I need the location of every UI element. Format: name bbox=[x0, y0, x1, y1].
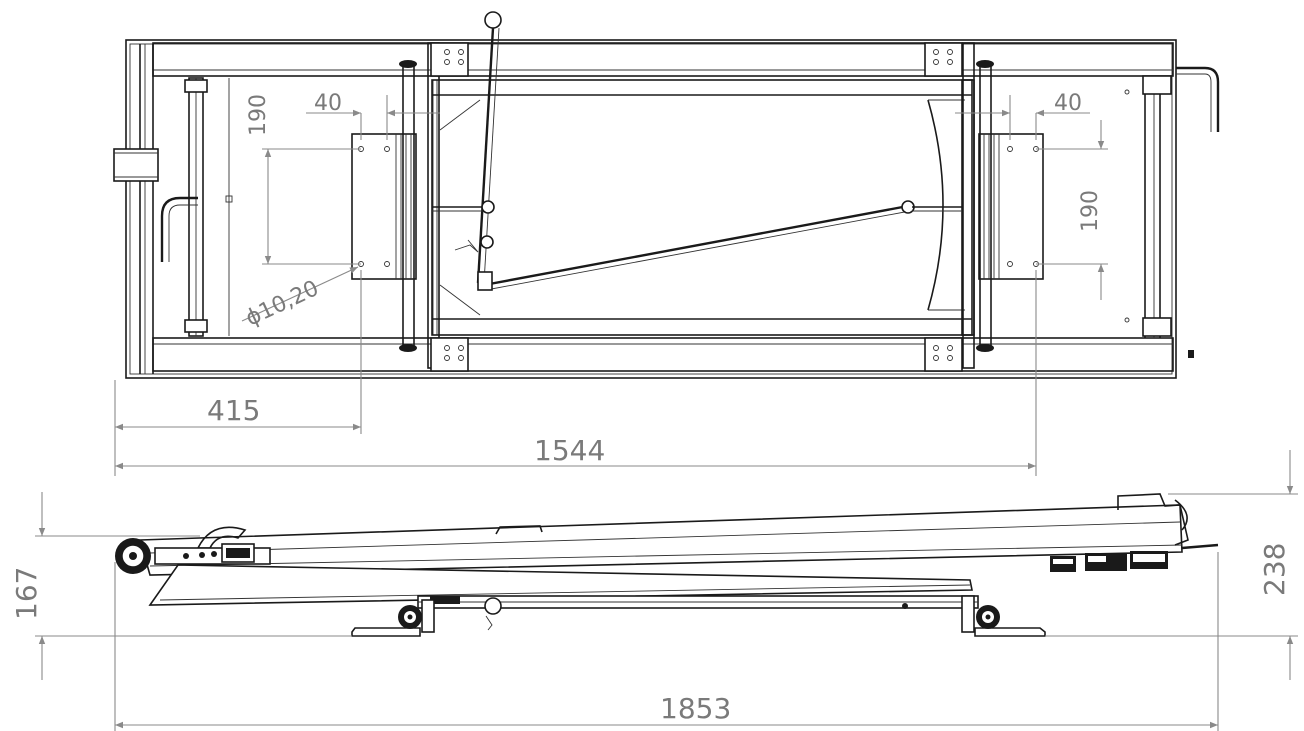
top-rail bbox=[152, 42, 1174, 77]
dim-hole-diameter: ϕ10,20 bbox=[242, 276, 323, 331]
dim-1544: 1544 bbox=[534, 434, 605, 467]
inner-frame bbox=[431, 79, 973, 336]
outer-frame bbox=[125, 39, 1177, 379]
dim-190-left: 190 bbox=[246, 94, 271, 136]
right-j-handle bbox=[1176, 66, 1220, 132]
dim-40-left: 40 bbox=[314, 91, 342, 116]
left-coupling-block bbox=[113, 148, 159, 182]
hitch-hook bbox=[196, 526, 247, 549]
left-foot-plate bbox=[351, 627, 421, 637]
left-j-handle bbox=[160, 196, 198, 262]
outer-frame-inner bbox=[129, 43, 1173, 375]
dim-238: 238 bbox=[1258, 543, 1291, 596]
bottom-rail bbox=[152, 337, 1174, 372]
right-mount-plate bbox=[978, 133, 1044, 280]
left-axle bbox=[402, 63, 415, 349]
tie-rod bbox=[483, 204, 909, 287]
right-curved-panel bbox=[927, 99, 944, 311]
side-main-beam bbox=[138, 504, 1183, 576]
lever-knob bbox=[484, 11, 502, 29]
top-view: 40 190 ϕ10,20 40 190 415 1544 bbox=[113, 11, 1220, 476]
bracket-bottom-right bbox=[924, 337, 963, 372]
dim-1853: 1853 bbox=[660, 692, 731, 725]
side-view: 167 238 1853 bbox=[10, 450, 1298, 731]
bracket-bottom-left bbox=[430, 337, 469, 372]
dim-415: 415 bbox=[207, 394, 260, 427]
bracket-top-right bbox=[924, 42, 963, 77]
right-foot-plate bbox=[974, 627, 1046, 637]
dim-167: 167 bbox=[10, 567, 43, 620]
dim-40-right: 40 bbox=[1054, 91, 1082, 116]
dim-190-right: 190 bbox=[1078, 190, 1103, 232]
side-lever-knob bbox=[484, 597, 502, 615]
left-mount-plate bbox=[351, 133, 417, 280]
side-lower-panel bbox=[148, 564, 973, 606]
rear-coupler bbox=[1117, 493, 1189, 546]
